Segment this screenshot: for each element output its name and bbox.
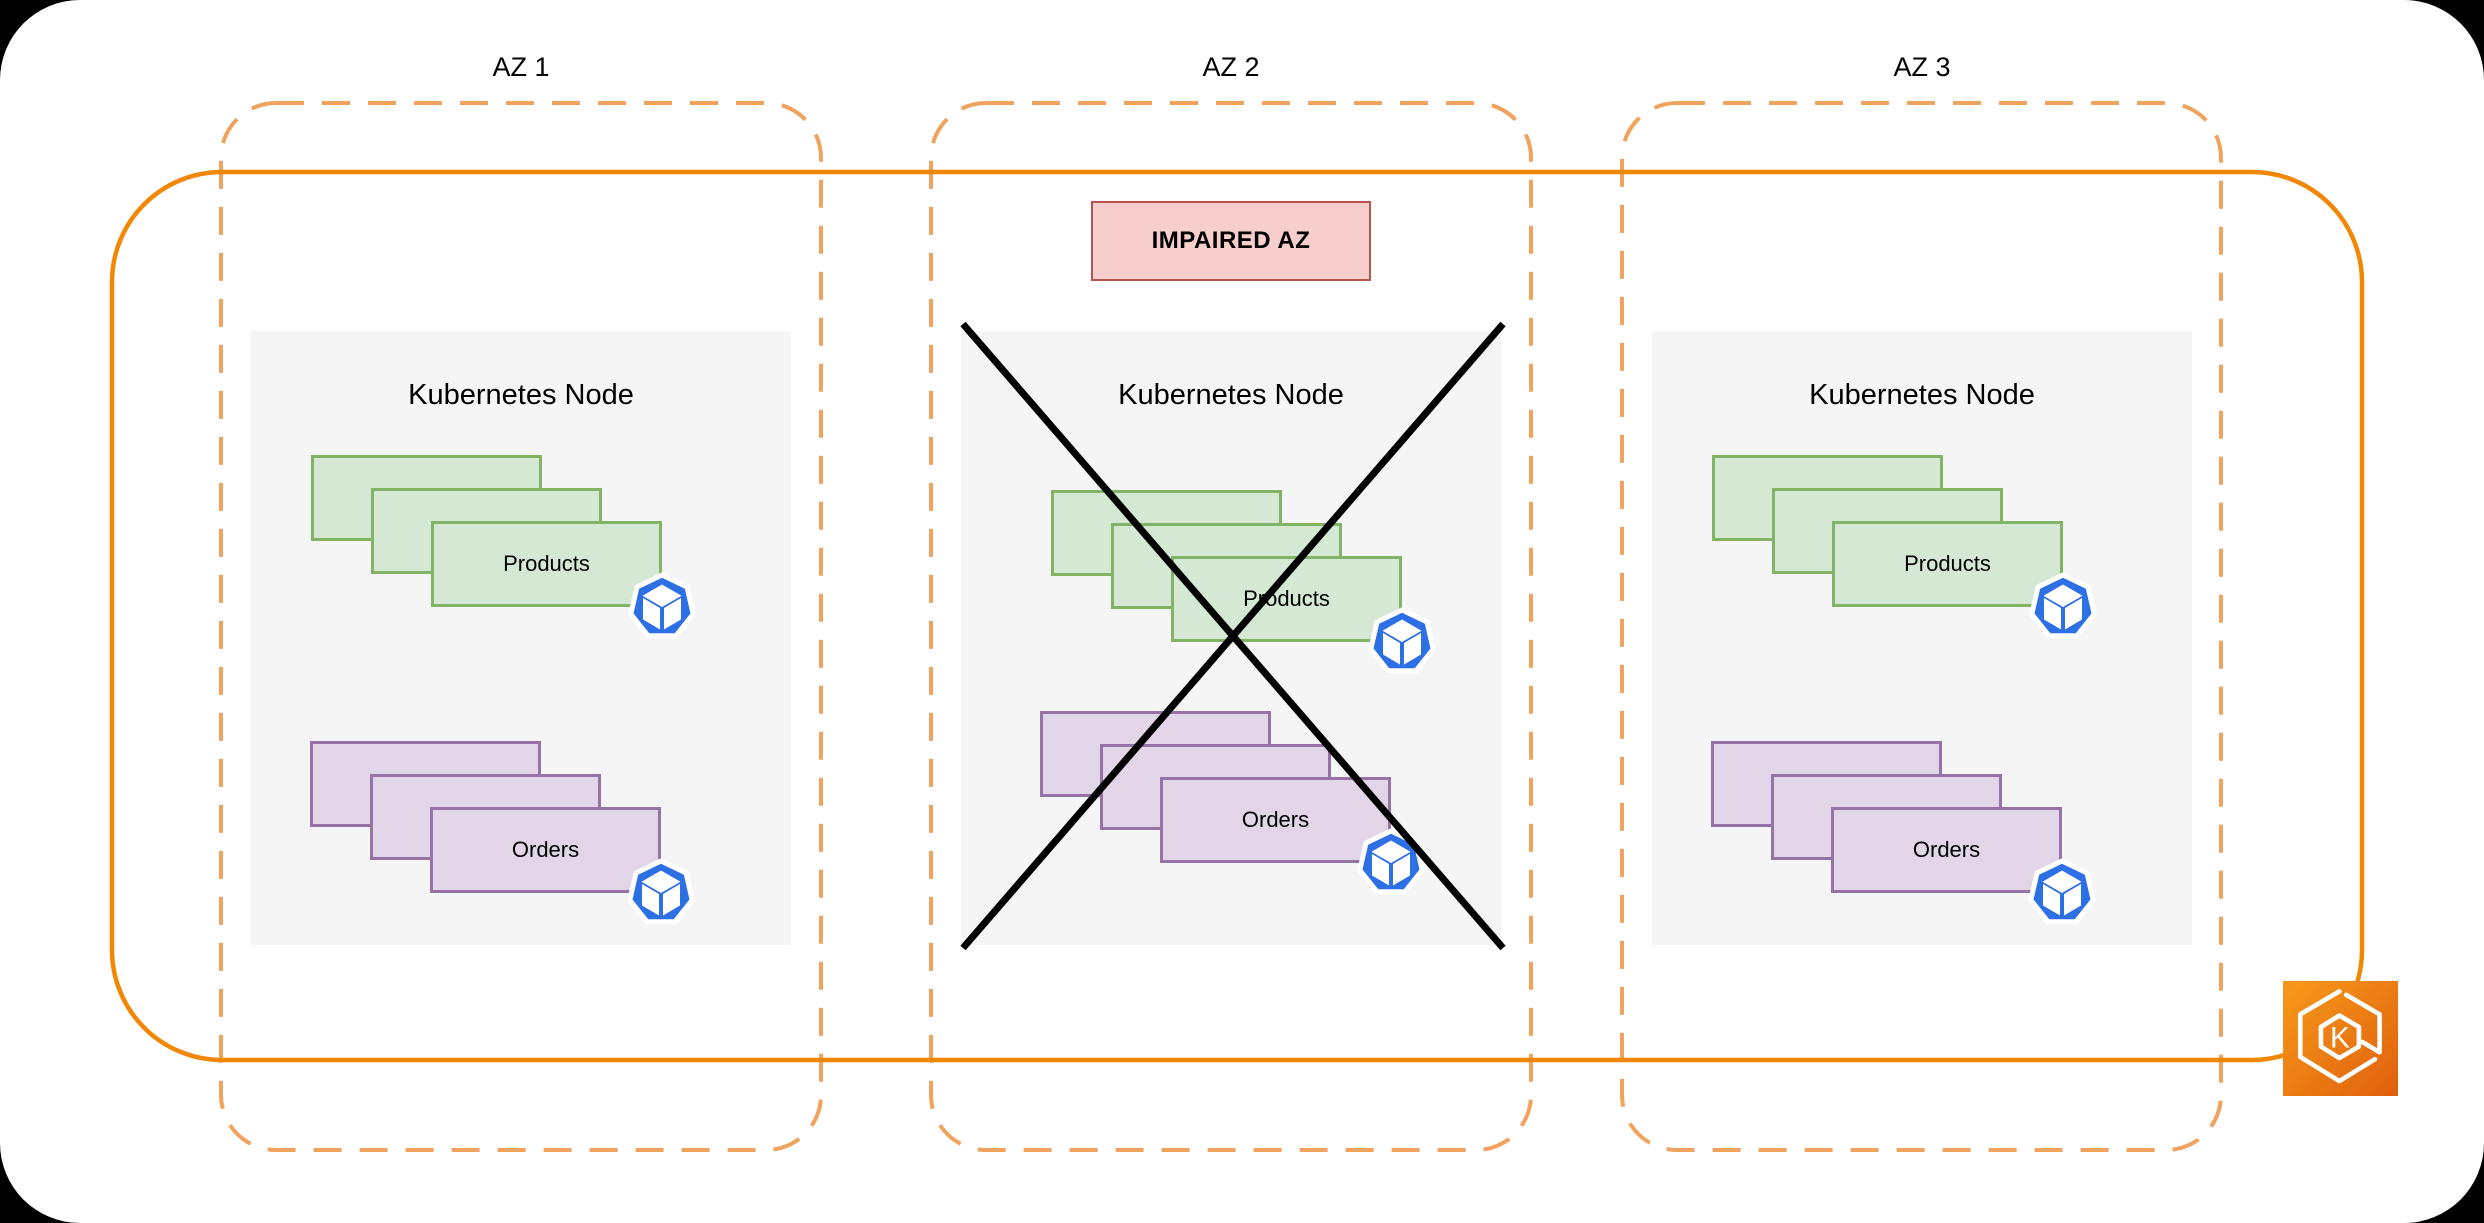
impairment-cross-icon bbox=[960, 321, 1506, 951]
pod-card-front: Orders bbox=[1831, 807, 2062, 893]
pod-stack-label: Orders bbox=[511, 837, 580, 862]
kubernetes-pod-icon bbox=[2028, 858, 2096, 925]
zone-az1: AZ 1 Kubernetes Node Products bbox=[221, 52, 821, 1150]
orders-pod-stack: Orders bbox=[1711, 741, 2131, 971]
node-title: Kubernetes Node bbox=[1809, 379, 2035, 411]
az1-boundary-dashed-box bbox=[219, 101, 823, 1152]
kubernetes-pod-icon bbox=[627, 858, 695, 925]
eks-cluster-icon: K bbox=[2283, 981, 2398, 1096]
pod-card-front: Products bbox=[431, 521, 662, 607]
az1-label: AZ 1 bbox=[492, 52, 550, 82]
pod-stack-label: Products bbox=[503, 551, 590, 576]
kubernetes-pod-icon bbox=[1357, 828, 1425, 895]
az3-kubernetes-node: Kubernetes Node Products Orders bbox=[1652, 331, 2192, 945]
az1-kubernetes-node: Kubernetes Node Products Orders bbox=[251, 331, 791, 945]
pod-card-front: Orders bbox=[430, 807, 661, 893]
zone-az2: AZ 2 IMPAIRED AZ Kubernetes Node Product… bbox=[931, 52, 1531, 1150]
node-title: Kubernetes Node bbox=[1118, 379, 1344, 411]
az2-label: AZ 2 bbox=[1202, 52, 1260, 82]
pod-stack-label: Orders bbox=[1241, 807, 1310, 832]
products-pod-stack: Products bbox=[1712, 455, 2132, 685]
node-title: Kubernetes Node bbox=[408, 379, 634, 411]
kubernetes-pod-icon bbox=[628, 572, 696, 639]
pod-card-front: Products bbox=[1832, 521, 2063, 607]
eks-icon-glyph: K bbox=[2297, 989, 2382, 1084]
zone-az3: AZ 3 Kubernetes Node Products bbox=[1622, 52, 2222, 1150]
pod-stack-label: Orders bbox=[1912, 837, 1981, 862]
eks-cluster-boundary bbox=[109, 169, 2365, 1063]
orders-pod-stack: Orders bbox=[1040, 711, 1460, 941]
eks-icon-letter: K bbox=[2330, 1022, 2350, 1055]
pod-card-front: Orders bbox=[1160, 777, 1391, 863]
orders-pod-stack: Orders bbox=[310, 741, 730, 971]
az3-boundary-dashed-box bbox=[1620, 101, 2223, 1152]
az2-boundary-dashed-box bbox=[929, 101, 1533, 1152]
kubernetes-pod-icon bbox=[2029, 572, 2097, 639]
kubernetes-pod-icon bbox=[1368, 607, 1436, 674]
impaired-az-badge: IMPAIRED AZ bbox=[1091, 201, 1371, 281]
pod-stack-label: Products bbox=[1904, 551, 1991, 576]
az3-label: AZ 3 bbox=[1893, 52, 1951, 82]
products-pod-stack: Products bbox=[311, 455, 731, 685]
